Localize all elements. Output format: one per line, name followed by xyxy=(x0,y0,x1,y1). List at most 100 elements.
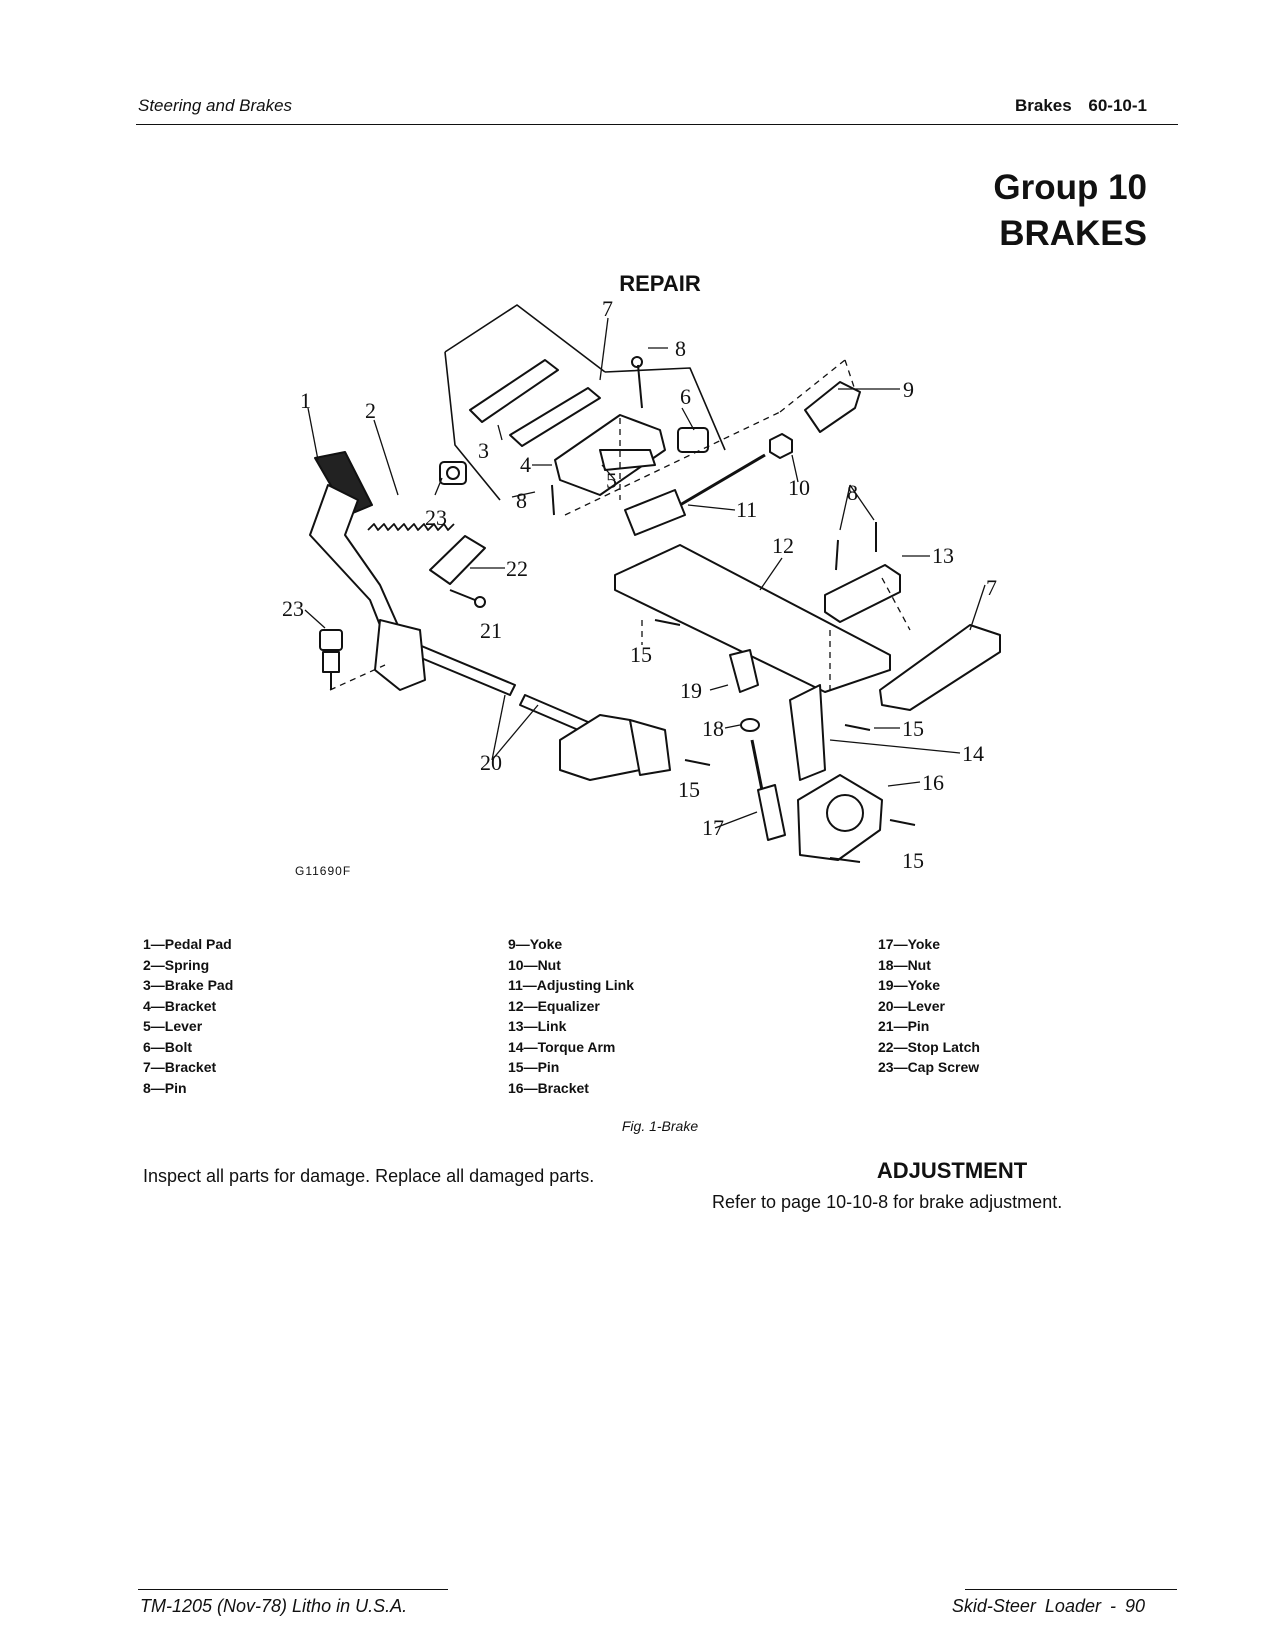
callout-6: 6 xyxy=(680,384,691,409)
callout-15-b: 15 xyxy=(678,777,700,802)
pin-15-c xyxy=(844,724,871,731)
yoke-19 xyxy=(729,649,759,693)
brake-pad-lower xyxy=(509,387,601,447)
legend-item: 12—Equalizer xyxy=(508,997,600,1014)
link-13 xyxy=(824,564,901,623)
callout-8-right: 8 xyxy=(847,480,858,505)
legend-item: 5—Lever xyxy=(143,1018,203,1034)
group-title: Group 10 BRAKES xyxy=(993,165,1147,257)
legend-item: 1—Pedal Pad xyxy=(143,936,232,952)
callout-15-c: 15 xyxy=(902,716,924,741)
legend-column-2: 9—Yoke 10—Nut 11—Adjusting Link 12—Equal… xyxy=(508,934,634,1098)
group-number: Group 10 xyxy=(993,168,1147,207)
callout-5: 5 xyxy=(606,468,617,493)
legend-item: 23—Cap Screw xyxy=(878,1059,980,1075)
header-rule xyxy=(136,124,1178,125)
callout-7-right: 7 xyxy=(986,575,997,600)
legend-item: 15—Pin xyxy=(508,1059,560,1075)
callout-22: 22 xyxy=(506,556,528,581)
callout-2: 2 xyxy=(365,398,376,423)
bracket-7-right xyxy=(879,624,1001,711)
callout-20: 20 xyxy=(480,750,502,775)
nut-10 xyxy=(769,433,793,459)
callout-4: 4 xyxy=(520,452,531,477)
callout-23-left: 23 xyxy=(282,596,304,621)
figure-caption: Fig. 1-Brake xyxy=(621,1118,699,1134)
brake-pad-upper xyxy=(469,359,559,423)
yoke-17 xyxy=(757,784,786,841)
callout-15-a: 15 xyxy=(630,642,652,667)
pin-15-a xyxy=(654,619,681,626)
legend-item: 21—Pin xyxy=(878,1018,930,1034)
adjusting-link xyxy=(679,453,766,507)
cap-screw-lower xyxy=(319,629,343,651)
torque-arm xyxy=(789,684,826,781)
legend-column-1: 1—Pedal Pad 2—Spring 3—Brake Pad 4—Brack… xyxy=(143,934,233,1098)
legend-item: 20—Lever xyxy=(878,997,945,1014)
legend-item: 3—Brake Pad xyxy=(143,977,234,993)
callout-11: 11 xyxy=(736,497,757,522)
adjustment-heading: ADJUSTMENT xyxy=(876,1158,1028,1183)
legend-item: 16—Bracket xyxy=(508,1079,589,1096)
legend-item: 6—Bolt xyxy=(143,1038,192,1055)
callout-18: 18 xyxy=(702,716,724,741)
legend-item: 13—Link xyxy=(508,1018,567,1034)
legend-item: 10—Nut xyxy=(508,956,561,973)
callout-1: 1 xyxy=(300,388,311,413)
callout-8-left: 8 xyxy=(516,488,527,513)
callout-10: 10 xyxy=(788,475,810,500)
footer-publication: TM-1205 (Nov-78) Litho in U.S.A. xyxy=(140,1596,408,1616)
callout-13: 13 xyxy=(932,543,954,568)
callout-14: 14 xyxy=(962,741,984,766)
legend-item: 8—Pin xyxy=(143,1079,187,1096)
legend-item: 11—Adjusting Link xyxy=(508,977,635,993)
legend-item: 14—Torque Arm xyxy=(508,1038,616,1055)
inspect-paragraph: Inspect all parts for damage. Replace al… xyxy=(143,1166,595,1186)
pin-21 xyxy=(449,589,476,601)
pin-15-d xyxy=(829,857,861,863)
header-section-title: Steering and Brakes xyxy=(138,96,293,115)
callout-3: 3 xyxy=(478,438,489,463)
left-mount-bracket xyxy=(374,619,426,691)
legend-column-3: 17—Yoke 18—Nut 19—Yoke 20—Lever 21—Pin 2… xyxy=(878,934,980,1078)
stop-latch xyxy=(429,535,486,585)
bracket-group-outline xyxy=(444,304,606,373)
bolt-6 xyxy=(677,427,709,453)
footer-rule-left xyxy=(138,1589,448,1590)
callout-7: 7 xyxy=(602,300,613,321)
footer-page-number: Skid-Steer Loader - 90 xyxy=(951,1596,1145,1616)
legend-item: 18—Nut xyxy=(878,956,931,973)
legend-item: 2—Spring xyxy=(143,956,210,973)
legend-item: 17—Yoke xyxy=(878,936,940,952)
spring xyxy=(367,523,455,531)
callout-12: 12 xyxy=(772,533,794,558)
callout-8-top: 8 xyxy=(675,336,686,361)
callout-17: 17 xyxy=(702,815,724,840)
callout-23-top: 23 xyxy=(425,505,447,530)
header-page-ref: Brakes 60-10-1 xyxy=(1014,96,1147,115)
diagram-code: G11690F xyxy=(295,864,352,878)
adjustment-paragraph: Refer to page 10-10-8 for brake adjustme… xyxy=(712,1192,1063,1212)
callout-9: 9 xyxy=(903,377,914,402)
lever-5 xyxy=(599,449,656,471)
cap-screw-upper xyxy=(439,461,467,485)
callout-16: 16 xyxy=(922,770,944,795)
pedal-arm xyxy=(309,484,401,639)
callout-21: 21 xyxy=(480,618,502,643)
legend-item: 22—Stop Latch xyxy=(878,1038,980,1055)
legend-item: 7—Bracket xyxy=(143,1059,217,1075)
legend-item: 19—Yoke xyxy=(878,977,940,993)
equalizer xyxy=(614,544,891,693)
legend-item: 9—Yoke xyxy=(508,936,563,952)
footer-rule-right xyxy=(965,1589,1177,1590)
repair-heading: REPAIR xyxy=(619,271,701,296)
callout-19: 19 xyxy=(680,678,702,703)
bracket-16 xyxy=(797,774,883,861)
nut-18 xyxy=(740,718,760,732)
pin-8-upper xyxy=(637,364,643,409)
pin-8-right xyxy=(835,539,839,571)
legend-item: 4—Bracket xyxy=(143,997,217,1014)
brake-exploded-diagram: 1 2 3 4 5 6 7 8 8 9 10 11 12 13 7 8 14 1… xyxy=(282,300,1001,873)
group-name: BRAKES xyxy=(999,214,1147,253)
pin-15-b xyxy=(684,759,711,766)
